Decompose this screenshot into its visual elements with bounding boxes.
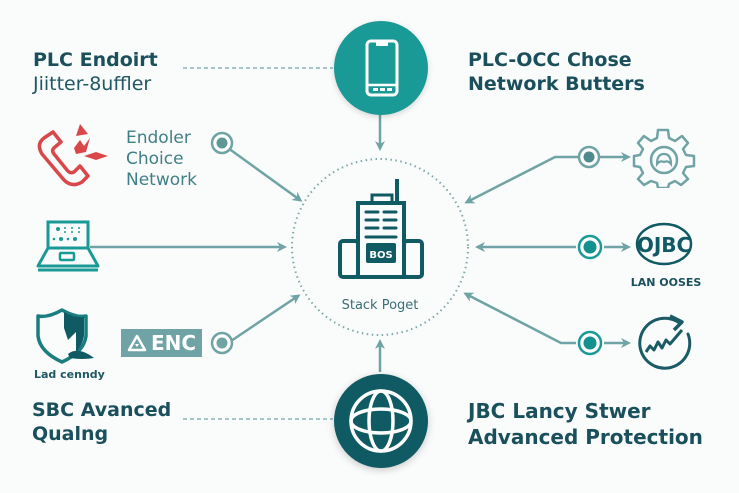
right-2-caption: LAN OOSES	[630, 276, 702, 289]
enc-badge[interactable]: ENC	[121, 329, 203, 357]
left-1-arrow	[227, 146, 303, 202]
right-1-arrow	[464, 155, 580, 204]
center-badge: BOS	[369, 250, 393, 261]
jbc-logo-text: OJBC	[637, 233, 691, 257]
left-1-label: Endoler Choice Network	[126, 128, 197, 191]
top-right-line1: PLC-OCC Chose	[468, 49, 632, 71]
bottom-left-label: SBC Avanced Qualng	[32, 398, 171, 446]
top-left-subtitle: Jiitter-8uffler	[33, 73, 152, 95]
gear-icon[interactable]	[632, 126, 696, 188]
left-3-dot	[210, 331, 234, 355]
globe-icon	[349, 389, 413, 453]
left-1-line1: Endoler	[126, 128, 191, 148]
right-3-arrow	[463, 292, 576, 345]
jbc-logo-icon[interactable]: OJBC	[632, 222, 702, 270]
bottom-right-label: JBC Lancy Stwer Advanced Protection	[468, 398, 703, 450]
triangle-logo-icon	[127, 334, 147, 352]
top-right-label: PLC-OCC Chose Network Butters	[468, 48, 645, 96]
bottom-right-line1: JBC Lancy Stwer	[468, 399, 651, 423]
bottom-left-line1: SBC Avanced	[32, 399, 172, 421]
laptop-icon[interactable]	[34, 218, 104, 276]
center-caption: Stack Poget	[341, 298, 419, 313]
bottom-right-line2: Advanced Protection	[468, 425, 703, 449]
phone-alert-icon	[37, 124, 108, 187]
left-1-line3: Network	[126, 170, 197, 190]
right-1-dot	[577, 145, 601, 169]
center-ring	[291, 158, 469, 336]
right-3-dot	[577, 330, 603, 356]
top-left-label: PLC Endoirt Jiitter-8uffler	[33, 48, 158, 96]
bottom-left-line2: Qualng	[32, 423, 109, 445]
enc-badge-label: ENC	[151, 331, 197, 355]
smartphone-icon	[365, 39, 399, 97]
left-3-arrow	[227, 294, 301, 345]
shield-icon	[36, 308, 94, 364]
smartphone-node[interactable]	[334, 21, 428, 115]
top-left-title: PLC Endoirt	[33, 49, 158, 71]
top-right-line2: Network Butters	[468, 73, 645, 95]
globe-node[interactable]	[334, 374, 428, 468]
trend-refresh-icon[interactable]	[632, 312, 702, 376]
left-3-caption: Lad cenndy	[34, 368, 105, 381]
left-1-line2: Choice	[126, 149, 184, 169]
right-2-dot	[577, 234, 603, 260]
left-1-dot	[210, 131, 234, 155]
building-icon[interactable]	[330, 175, 430, 285]
